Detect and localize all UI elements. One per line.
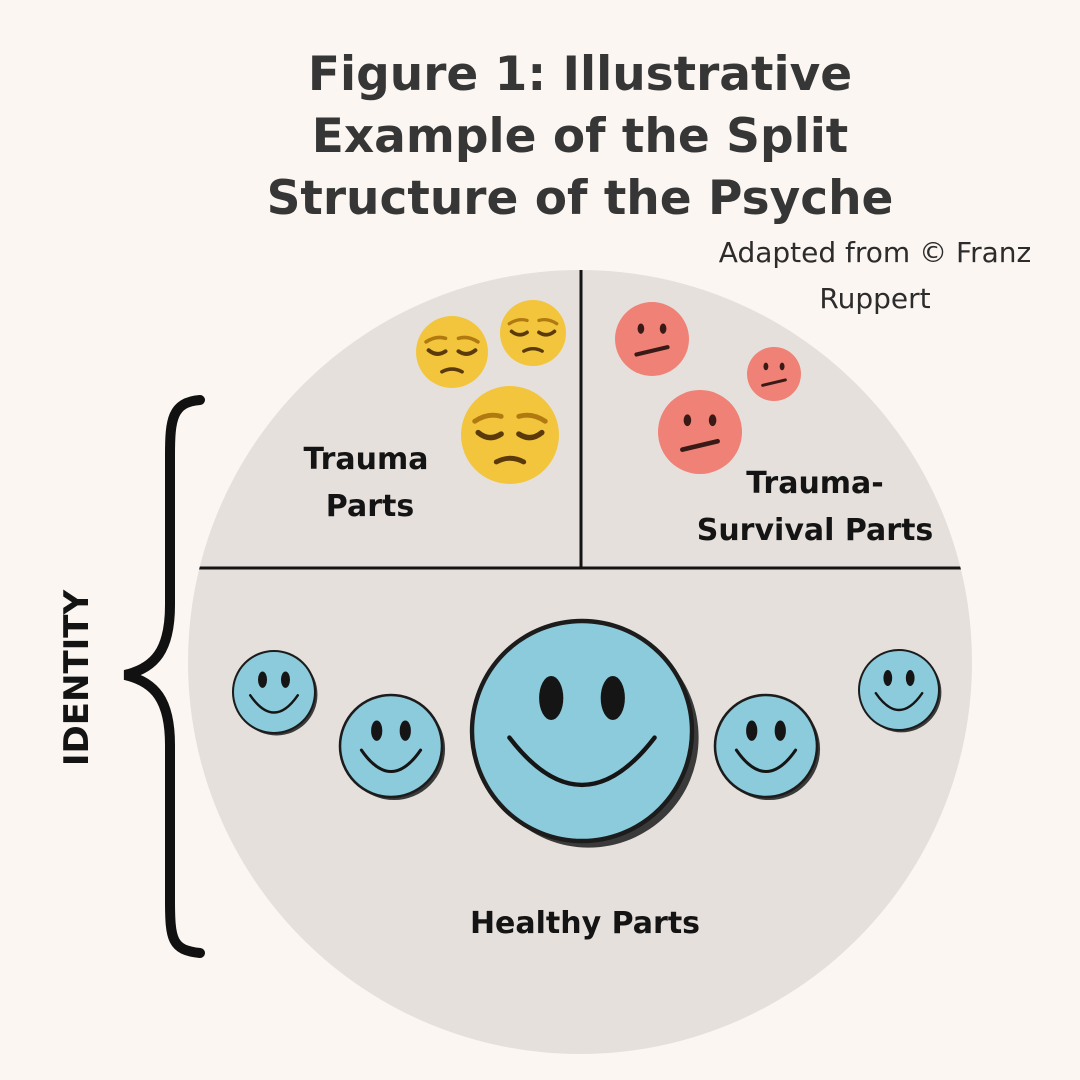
title-line-3: Structure of the Psyche [266,171,894,226]
neutral-face-icon [747,347,801,401]
pensive-face-icon [416,316,488,388]
credit-line-2: Ruppert [819,282,931,315]
trauma-parts-label-line2: Parts [326,489,414,524]
identity-brace [123,395,205,958]
smiley-face-icon [713,693,821,801]
smiley-face-icon [469,618,699,848]
trauma-parts-group [416,300,566,484]
survival-parts-group [615,302,801,474]
smiley-face-icon [338,693,446,801]
healthy-parts-group [231,618,942,848]
figure-title: Figure 1: Illustrative Example of the Sp… [0,44,1080,230]
credit-line-1: Adapted from © Franz [718,236,1032,269]
credit-text: Adapted from © Franz Ruppert [670,230,1080,322]
trauma-parts-label-line1: Trauma [303,442,428,477]
title-line-2: Example of the Split [311,109,849,164]
title-line-1: Figure 1: Illustrative [307,47,853,102]
neutral-face-icon [615,302,689,376]
identity-label: IDENTITY [57,590,97,767]
survival-parts-label-line2: Survival Parts [697,513,934,548]
pensive-face-icon [461,386,559,484]
smiley-face-icon [857,648,942,733]
healthy-parts-label: Healthy Parts [470,906,700,941]
pensive-face-icon [500,300,566,366]
neutral-face-icon [658,390,742,474]
survival-parts-label-line1: Trauma- [746,466,884,501]
smiley-face-icon [231,649,318,736]
